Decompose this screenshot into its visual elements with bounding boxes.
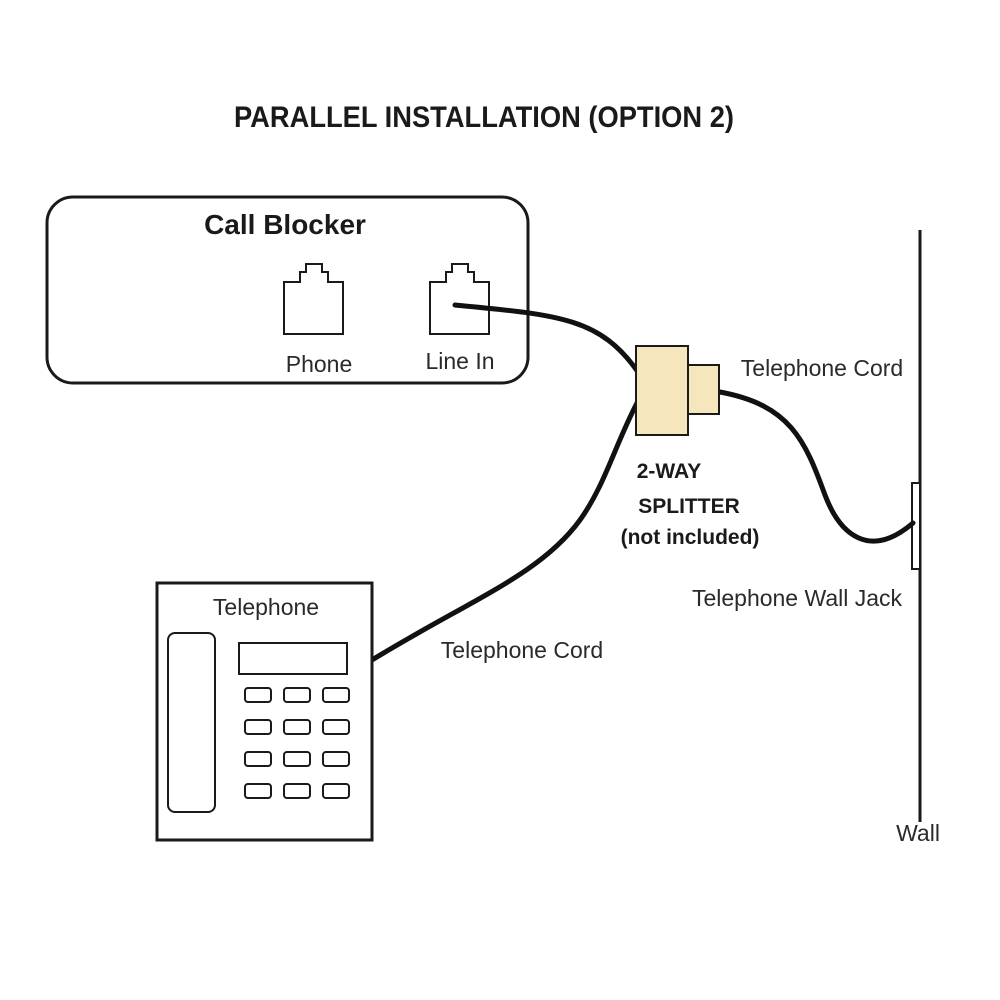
keypad-key — [283, 783, 311, 799]
telephone-display — [238, 642, 348, 675]
keypad-key — [244, 719, 272, 735]
wall-label: Wall — [896, 820, 940, 846]
line-in-port-icon — [429, 263, 490, 335]
cord-line-in-to-splitter — [452, 302, 641, 375]
lower-cord-label: Telephone Cord — [441, 637, 603, 663]
keypad-key — [322, 783, 350, 799]
phone-port-icon — [283, 263, 344, 335]
telephone-body — [155, 581, 374, 842]
keypad-key — [283, 719, 311, 735]
keypad-key — [322, 751, 350, 767]
splitter-label-line2: SPLITTER — [638, 495, 740, 518]
call-blocker-body — [45, 195, 530, 385]
upper-cord-label: Telephone Cord — [741, 355, 903, 381]
diagram-title: PARALLEL INSTALLATION (OPTION 2) — [234, 101, 734, 134]
cord-splitter-to-wall — [717, 389, 916, 544]
telephone-label: Telephone — [213, 594, 319, 620]
keypad-key — [283, 687, 311, 703]
splitter-label-line3: (not included) — [621, 526, 760, 549]
keypad-key — [283, 751, 311, 767]
telephone: Telephone — [155, 581, 374, 842]
keypad-key — [322, 719, 350, 735]
call-blocker: Call Blocker Phone Line In — [45, 195, 530, 385]
handset — [167, 632, 216, 813]
line-in-port-label: Line In — [425, 348, 494, 374]
keypad-key — [322, 687, 350, 703]
keypad-key — [244, 751, 272, 767]
splitter — [635, 345, 720, 436]
phone-port-label: Phone — [286, 351, 353, 377]
telephone-keypad — [244, 687, 350, 799]
splitter-label-line1: 2-WAY — [637, 460, 702, 483]
keypad-key — [244, 783, 272, 799]
splitter-plug — [687, 364, 720, 415]
splitter-body — [635, 345, 689, 436]
keypad-key — [244, 687, 272, 703]
call-blocker-label: Call Blocker — [204, 209, 366, 240]
wall-jack-label: Telephone Wall Jack — [692, 585, 903, 611]
cord-telephone-to-splitter — [369, 400, 640, 663]
